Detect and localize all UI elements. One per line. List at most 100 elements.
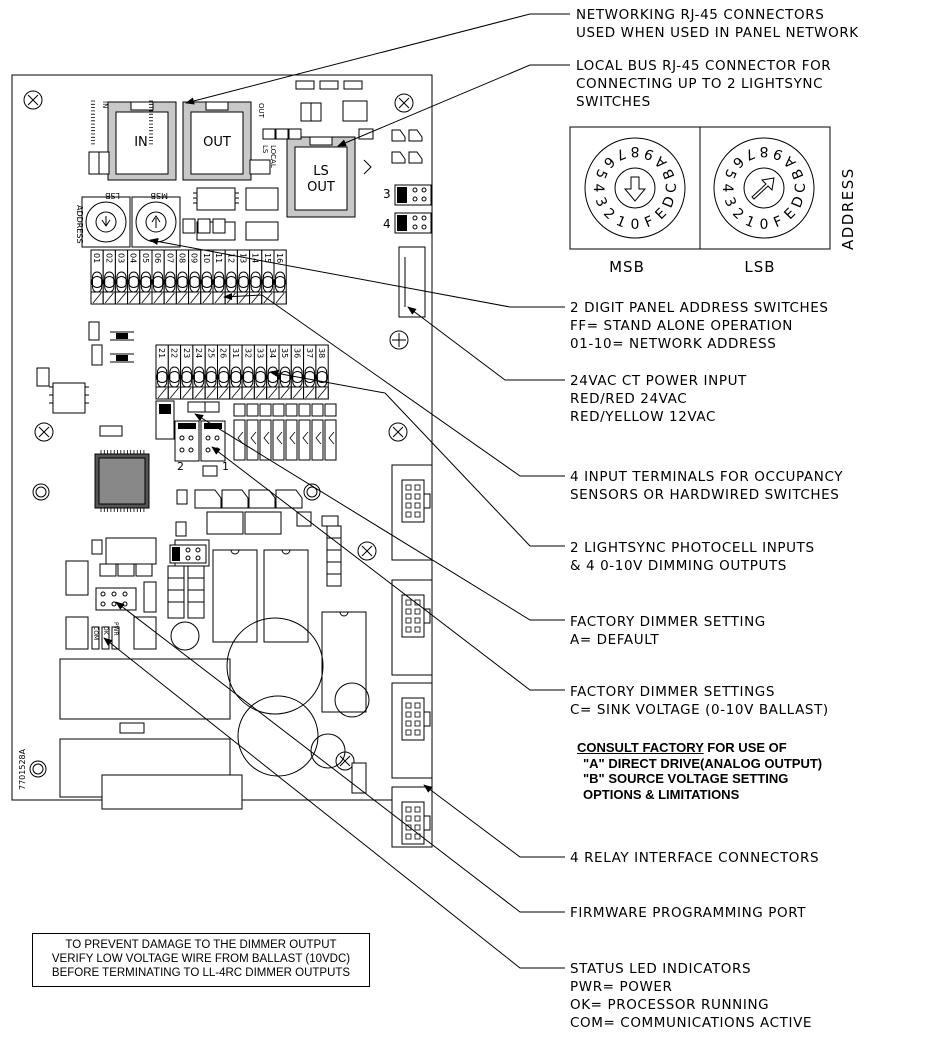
leader-lines <box>103 13 570 969</box>
bottom-terminal: 33 <box>253 344 268 400</box>
callout: FIRMWARE PROGRAMMING PORT <box>570 905 806 921</box>
top-terminal-number: 15 <box>263 253 272 263</box>
callout-line: RED/YELLOW 12VAC <box>570 409 716 425</box>
top-terminal-number: 01 <box>92 253 101 263</box>
bottom-terminal: 21 <box>155 344 169 400</box>
warning-line-3: BEFORE TERMINATING TO LL-4RC DIMMER OUTP… <box>51 967 351 979</box>
rj45-out-side-label: OUT <box>257 103 265 119</box>
callout-line: FACTORY DIMMER SETTING <box>570 614 766 630</box>
rj45-in-connector: IN <box>107 101 177 181</box>
bottom-terminal-number: 33 <box>256 348 265 358</box>
bottom-terminal: 22 <box>167 344 182 400</box>
top-terminal-number: 12 <box>226 253 235 263</box>
callout-line: RED/RED 24VAC <box>570 391 687 407</box>
callout-line: LOCAL BUS RJ-45 CONNECTOR FOR <box>576 58 831 74</box>
dial-character: 4 <box>719 184 735 193</box>
bottom-terminal-number: 37 <box>305 348 314 358</box>
bottom-terminal: 32 <box>241 344 255 400</box>
led-pwr-label: PWR <box>112 622 119 636</box>
microcontroller-chip <box>91 100 153 512</box>
callout-line: 4 RELAY INTERFACE CONNECTORS <box>570 850 819 866</box>
led-com-label: COM <box>92 626 99 640</box>
top-terminal: 05 <box>139 249 153 305</box>
top-terminal-number: 10 <box>202 253 211 263</box>
jumper-block-1-2: 2 1 <box>155 400 229 477</box>
bottom-terminal-number: 32 <box>243 348 252 358</box>
jumper-block-3-4: 3 4 <box>383 184 432 234</box>
callout: 4 RELAY INTERFACE CONNECTORS <box>570 850 819 866</box>
callout-line: FACTORY DIMMER SETTINGS <box>570 684 775 700</box>
dial-character: C <box>664 183 680 193</box>
top-terminal: 08 <box>175 249 190 305</box>
dial-character: C <box>793 183 809 193</box>
rj45-out-label: OUT <box>203 135 231 150</box>
consult-limitations: OPTIONS & LIMITATIONS <box>583 786 740 802</box>
top-terminal: 11 <box>212 249 226 305</box>
led-ok-label: OK <box>102 626 109 636</box>
bottom-terminal-number: 21 <box>157 348 166 358</box>
top-terminal-number: 05 <box>141 253 150 263</box>
inset-address-label: ADDRESS <box>839 167 857 250</box>
relay-connector <box>391 579 433 676</box>
callout-line: COM= COMMUNICATIONS ACTIVE <box>570 1015 812 1031</box>
relay-connector <box>391 786 433 848</box>
top-terminal-number: 11 <box>214 253 223 263</box>
bottom-terminal-number: 22 <box>169 348 178 358</box>
callout: 24VAC CT POWER INPUT RED/RED 24VAC RED/YEL… <box>570 373 747 425</box>
callout: LOCAL BUS RJ-45 CONNECTOR FOR CONNECTING … <box>576 58 831 110</box>
bottom-terminal: 25 <box>204 344 218 400</box>
bottom-terminal: 24 <box>192 344 206 400</box>
mounting-holes <box>23 90 414 778</box>
inset-msb-label: MSB <box>609 258 645 276</box>
callout-line: & 4 0-10V DIMMING OUTPUTS <box>570 558 787 574</box>
callout-line: 24VAC CT POWER INPUT <box>570 373 747 389</box>
dial-character: 0 <box>760 217 769 233</box>
board-left-components <box>36 321 220 437</box>
callout: 2 LIGHTSYNC PHOTOCELL INPUTS& 4 0-10V DI… <box>570 540 814 574</box>
top-terminal-number: 06 <box>153 253 162 263</box>
local-label: LOCAL <box>269 145 277 168</box>
bottom-terminal-number: 26 <box>219 348 228 358</box>
top-terminal-number: 02 <box>104 253 113 263</box>
top-terminal: 12 <box>224 249 238 305</box>
bottom-terminal: 23 <box>180 344 194 400</box>
jumper-1-label: 1 <box>222 460 229 473</box>
jumper-4-label: 4 <box>383 217 391 231</box>
board-address-label: ADDRESS <box>75 205 84 244</box>
jumper-2-label: 2 <box>177 460 184 473</box>
bottom-terminal-number: 34 <box>268 348 277 358</box>
bottom-terminal-number: 24 <box>194 348 203 358</box>
consult-factory-note: CONSULT FACTORY FOR USE OF "A" DIRECT DR… <box>577 740 822 802</box>
bottom-terminal-number: 35 <box>280 348 289 358</box>
rj45-in-side-label: IN <box>101 101 109 108</box>
top-terminal-number: 13 <box>239 253 248 263</box>
board-lsb-label: LSB <box>105 191 120 200</box>
top-terminal-number: 16 <box>275 253 284 263</box>
consult-option-b: "B" SOURCE VOLTAGE SETTING <box>583 771 789 786</box>
warning-line-2: VERIFY LOW VOLTAGE WIRE FROM BALLAST (10… <box>51 953 351 965</box>
bottom-terminal: 37 <box>303 344 317 400</box>
bottom-terminal-number: 38 <box>317 348 326 358</box>
bottom-terminal: 36 <box>290 344 305 400</box>
warning-line-1: TO PREVENT DAMAGE TO THE DIMMER OUTPUT <box>65 939 337 951</box>
bottom-terminal-number: 36 <box>292 348 301 358</box>
dial-character: 4 <box>590 184 606 193</box>
bottom-terminal: 31 <box>229 344 243 400</box>
inset-lsb-label: LSB <box>744 258 775 276</box>
callout-line: CONNECTING UP TO 2 LIGHTSYNC <box>576 76 823 92</box>
bottom-terminal: 34 <box>266 344 280 400</box>
bottom-terminal-number: 31 <box>231 348 240 358</box>
callout-line: USED WHEN USED IN PANEL NETWORK <box>576 25 859 41</box>
board-address-switches: ADDRESS LSB MSB <box>75 191 181 248</box>
callout-line: SWITCHES <box>576 94 651 110</box>
relay-connector <box>391 682 433 779</box>
callout-line: STATUS LED INDICATORS <box>570 961 751 977</box>
